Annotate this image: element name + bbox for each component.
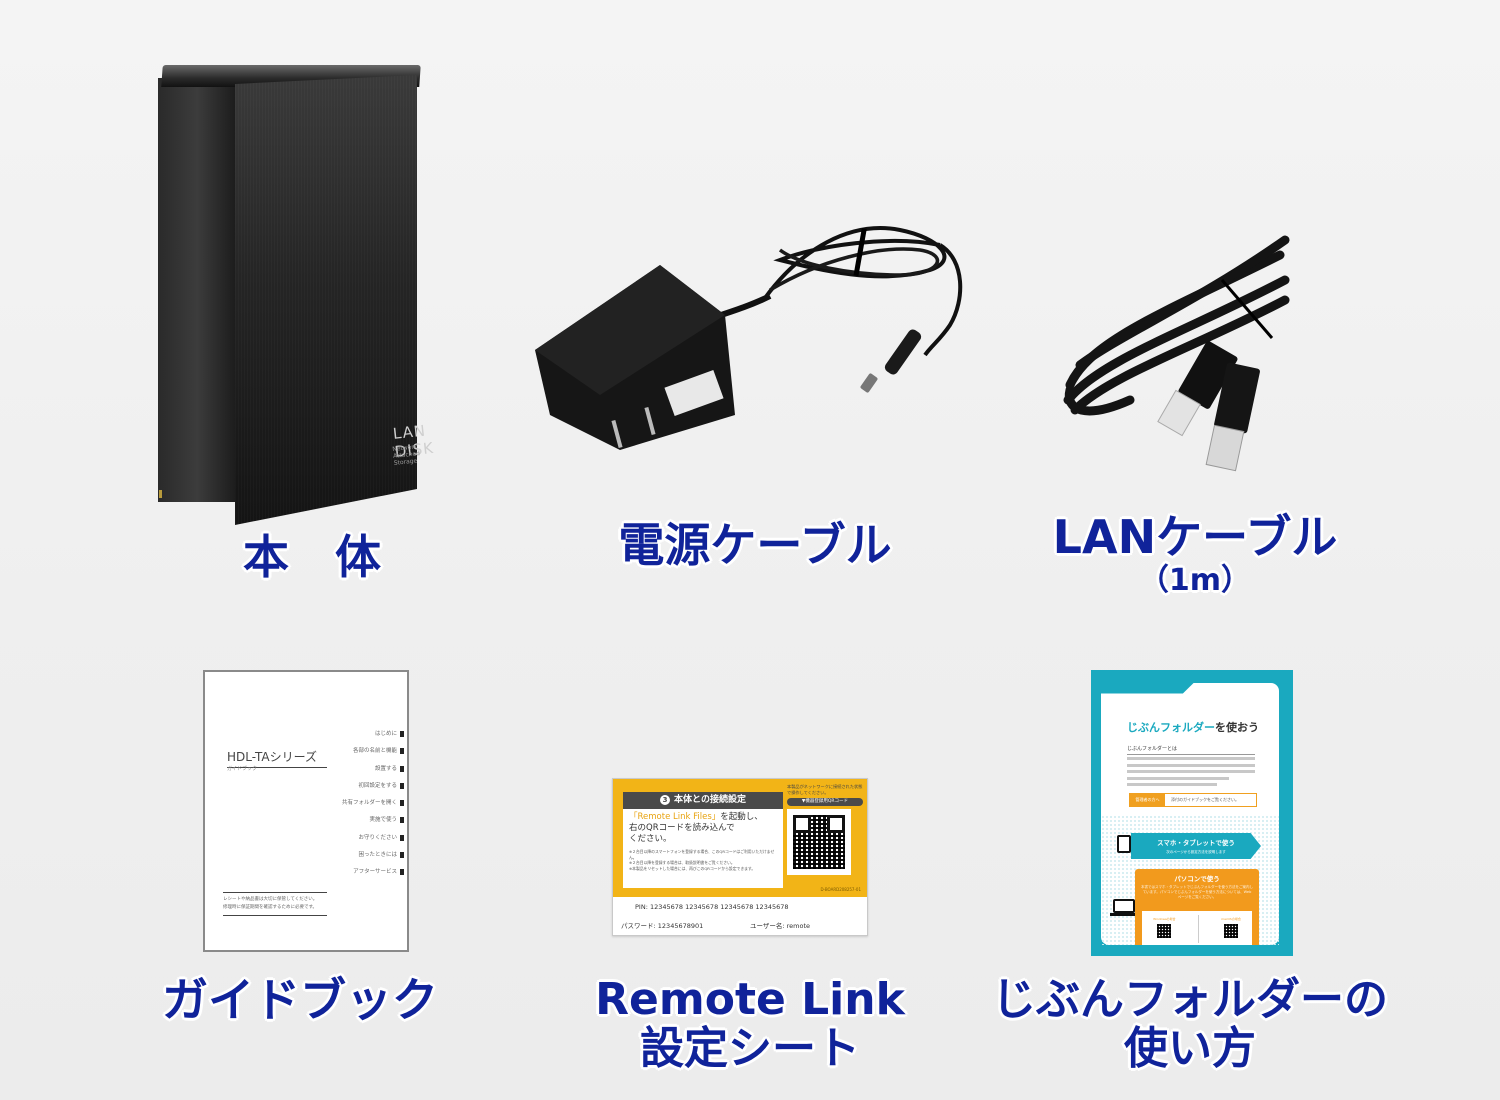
network-message: 本製品がネットワークに接続された状態で操作してください。 bbox=[787, 784, 863, 795]
pin-label: PIN: bbox=[635, 903, 648, 911]
qr-code-icon bbox=[1157, 924, 1172, 938]
pc-description: 本書ではスマホ・タブレットでじぶんフォルダーを使う方法をご案内しています。パソコ… bbox=[1141, 885, 1253, 899]
label-remote-link-line1: Remote Link bbox=[595, 974, 905, 1025]
toc-item: お守りください bbox=[297, 834, 407, 851]
pin-row: PIN: 12345678 12345678 12345678 12345678 bbox=[635, 903, 789, 911]
laptop-icon bbox=[1110, 899, 1138, 916]
step-heading-text: 本体との接続設定 bbox=[674, 795, 746, 805]
nas-front-panel bbox=[235, 75, 417, 525]
qr-code-icon bbox=[1223, 924, 1238, 938]
toc-item: アフターサービス bbox=[297, 868, 407, 885]
pc-win-label: Windowsの場合 bbox=[1153, 917, 1176, 921]
rj45-connector-icon bbox=[1205, 362, 1260, 472]
toc-item: 困ったときには bbox=[297, 851, 407, 868]
username-row: ユーザー名: remote bbox=[750, 920, 810, 930]
admin-text: 添付のガイドブックをご覧ください。 bbox=[1171, 797, 1239, 802]
rj45-connector-icon bbox=[1157, 341, 1238, 437]
password-value: 12345678901 bbox=[657, 922, 704, 930]
label-main-unit: 本 体 bbox=[243, 530, 381, 584]
guidebook-title: HDL-TAシリーズ bbox=[227, 748, 327, 768]
remote-link-notes: ※２台目以降のスマートフォンを登録する場合、このQRコードはご利用いただけません… bbox=[623, 848, 783, 872]
booklet-title-rest: を使おう bbox=[1215, 721, 1259, 734]
label-power-cable: 電源ケーブル bbox=[618, 518, 892, 572]
nas-side-panel bbox=[158, 78, 238, 502]
guidebook-toc: はじめに 各部の名前と機能 設置する 初回設定をする 共有フォルダーを開く 実施… bbox=[297, 730, 407, 886]
toc-item: 共有フォルダーを開く bbox=[297, 799, 407, 816]
step-number-icon: 3 bbox=[660, 795, 671, 805]
dc-plug-icon bbox=[860, 329, 922, 393]
guidebook-subtitle: ガイドブック bbox=[227, 766, 258, 772]
password-row: パスワード: 12345678901 bbox=[621, 920, 703, 930]
qr-code-icon bbox=[787, 809, 851, 875]
username-value: remote bbox=[786, 922, 811, 930]
pc-qr-box: Windowsの場合 macOSの場合 bbox=[1142, 911, 1252, 945]
toc-item: 設置する bbox=[297, 765, 407, 782]
guidebook-note-line: 修理時に保証期間を確認するために必要です。 bbox=[223, 905, 318, 910]
label-jibun-folder: じぶんフォルダーの 使い方 bbox=[980, 975, 1400, 1074]
booklet-title-colored: じぶんフォルダー bbox=[1127, 721, 1215, 734]
booklet-body-text bbox=[1127, 757, 1255, 790]
app-name: 「Remote Link Files」 bbox=[629, 812, 721, 822]
admin-tag: 管理者の方へ bbox=[1130, 794, 1165, 806]
label-jibun-folder-line1: じぶんフォルダーの bbox=[992, 974, 1388, 1025]
ac-adapter-body-icon bbox=[535, 265, 735, 450]
toc-item: 初回設定をする bbox=[297, 782, 407, 799]
label-lan-cable: LANケーブル （1m） bbox=[1030, 510, 1360, 598]
note-line: ※２台目以降のスマートフォンを登録する場合、このQRコードはご利用いただけません… bbox=[629, 849, 775, 860]
note-line: ※２台目以降を登録する場合は、取扱説明書をご覧ください。 bbox=[629, 860, 735, 865]
label-jibun-folder-line2: 使い方 bbox=[1124, 1023, 1256, 1075]
lan-cable-image bbox=[1063, 235, 1290, 472]
qr-label: ▼機器登録用QRコード bbox=[787, 798, 863, 806]
toc-item: 実施で使う bbox=[297, 816, 407, 833]
label-lan-cable-length: （1m） bbox=[1138, 562, 1252, 598]
pc-heading: パソコンで使う bbox=[1174, 875, 1220, 883]
instruction-text: ください。 bbox=[629, 834, 672, 844]
label-lan-cable-main: LANケーブル bbox=[1052, 510, 1338, 564]
booklet-section-title: じぶんフォルダーとは bbox=[1127, 745, 1255, 755]
smartphone-heading: スマホ・タブレットで使う bbox=[1157, 839, 1235, 847]
username-label: ユーザー名: bbox=[750, 922, 785, 930]
note-line: ※本製品をリセットした場合には、再びこのQRコードから設定できます。 bbox=[629, 865, 756, 871]
booklet-title: じぶんフォルダーを使おう bbox=[1127, 719, 1259, 735]
label-guidebook: ガイドブック bbox=[162, 973, 438, 1027]
booklet-smartphone-banner: スマホ・タブレットで使う 次のページから設定方法を説明します bbox=[1131, 833, 1261, 859]
guidebook-note-line: レシートや納品書は大切に保管してください。 bbox=[223, 897, 318, 902]
label-remote-link-sheet: Remote Link 設定シート bbox=[590, 975, 910, 1074]
password-label: パスワード: bbox=[621, 922, 656, 930]
smartphone-sub: 次のページから設定方法を説明します bbox=[1166, 850, 1226, 854]
label-remote-link-line2: 設定シート bbox=[640, 1023, 860, 1075]
card-code: D-BOARD208257-01 bbox=[820, 887, 861, 892]
remote-link-qr-panel: 本製品がネットワークに接続された状態で操作してください。 ▼機器登録用QRコード bbox=[787, 784, 863, 875]
guidebook-note: レシートや納品書は大切に保管してください。 修理時に保証期間を確認するために必要… bbox=[223, 892, 327, 916]
toc-item: 各部の名前と機能 bbox=[297, 747, 407, 764]
guidebook-image: HDL-TAシリーズ ガイドブック はじめに 各部の名前と機能 設置する 初回設… bbox=[203, 670, 409, 952]
instruction-text: を起動し、 bbox=[720, 812, 763, 822]
instruction-text: 右のQRコードを読み込んで bbox=[629, 823, 735, 833]
booklet-admin-box: 管理者の方へ 添付のガイドブックをご覧ください。 bbox=[1129, 793, 1257, 807]
pc-mac-label: macOSの場合 bbox=[1221, 917, 1241, 921]
toc-item: はじめに bbox=[297, 730, 407, 747]
jibun-folder-booklet-image: じぶんフォルダーを使おう じぶんフォルダーとは 管理者の方へ 添付のガイドブック… bbox=[1091, 670, 1293, 956]
remote-link-body: 「Remote Link Files」を起動し、 右のQRコードを読み込んで く… bbox=[623, 809, 783, 848]
booklet-pc-section: パソコンで使う 本書ではスマホ・タブレットでじぶんフォルダーを使う方法をご案内し… bbox=[1135, 869, 1259, 945]
power-cable-coil-icon bbox=[763, 226, 963, 357]
power-adapter-image bbox=[535, 226, 963, 450]
pin-value: 12345678 12345678 12345678 12345678 bbox=[649, 903, 789, 911]
booklet-page: じぶんフォルダーを使おう じぶんフォルダーとは 管理者の方へ 添付のガイドブック… bbox=[1101, 683, 1279, 945]
tablet-icon bbox=[1117, 835, 1131, 853]
nas-logo-subtitle: Network Attached Storage bbox=[392, 443, 421, 467]
nas-led-icon bbox=[159, 490, 162, 498]
